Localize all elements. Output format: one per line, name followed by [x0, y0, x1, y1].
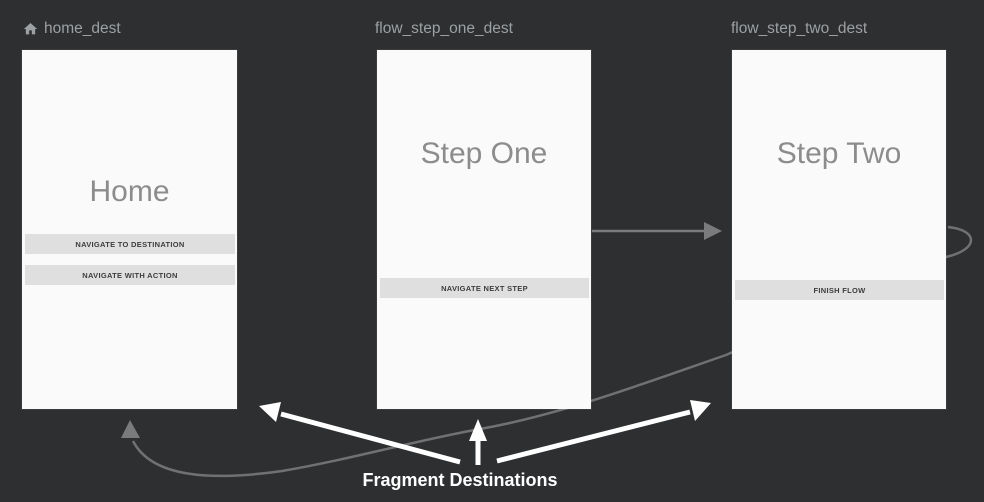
fragment-title: Home — [89, 175, 170, 208]
destination-header-home[interactable]: home_dest — [22, 20, 121, 38]
preview-button-navigate-next-step: NAVIGATE NEXT STEP — [380, 278, 589, 298]
fragment-title: Step Two — [776, 137, 902, 170]
home-icon — [23, 23, 38, 35]
annotation-arrow-left — [259, 402, 461, 465]
destination-label: home_dest — [44, 20, 121, 37]
destination-preview-flow-step-one[interactable]: Step One NAVIGATE NEXT STEP — [377, 50, 591, 409]
preview-button-navigate-with-action: NAVIGATE WITH ACTION — [25, 265, 235, 285]
fragment-title: Step One — [420, 137, 548, 170]
annotation-text: Fragment Destinations — [362, 470, 558, 490]
annotation-arrow-right — [496, 400, 711, 464]
destination-label: flow_step_two_dest — [731, 20, 868, 37]
action-arrow-step-one-to-step-two[interactable] — [592, 222, 722, 240]
destination-preview-home[interactable]: Home NAVIGATE TO DESTINATION NAVIGATE WI… — [22, 50, 237, 409]
preview-button-finish-flow: FINISH FLOW — [735, 280, 944, 300]
preview-button-navigate-to-destination: NAVIGATE TO DESTINATION — [25, 234, 235, 254]
destination-label: flow_step_one_dest — [375, 20, 513, 37]
annotation-arrow-middle — [469, 419, 487, 465]
destination-header-flow-step-two[interactable]: flow_step_two_dest — [731, 20, 867, 38]
destination-preview-flow-step-two[interactable]: Step Two FINISH FLOW — [732, 50, 946, 409]
destination-header-flow-step-one[interactable]: flow_step_one_dest — [375, 20, 513, 38]
